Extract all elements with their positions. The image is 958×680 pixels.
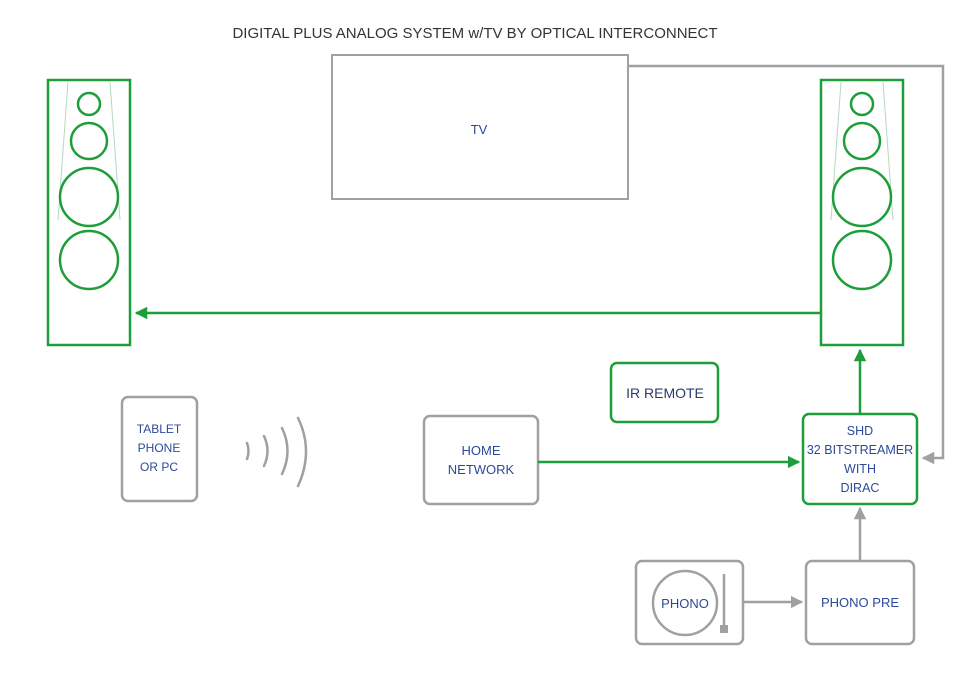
- diagram-title: DIGITAL PLUS ANALOG SYSTEM w/TV BY OPTIC…: [232, 25, 717, 42]
- shd-streamer-box: SHD 32 BITSTREAMER WITH DIRAC: [801, 412, 919, 506]
- wireless-signal-icon: [245, 416, 308, 488]
- home-network-label-line-1: HOME: [462, 443, 501, 458]
- tv-to-shd-connector: [628, 64, 945, 465]
- ir-remote-box: IR REMOTE: [609, 361, 720, 424]
- ir-remote-label: IR REMOTE: [626, 385, 704, 401]
- home-network-box: HOME NETWORK: [422, 414, 540, 506]
- phono-pre-label: PHONO PRE: [821, 595, 899, 610]
- left-speaker: [46, 78, 132, 347]
- phono-pre-box: PHONO PRE: [804, 559, 916, 646]
- right-speaker: [819, 78, 905, 347]
- tablet-label-line-3: OR PC: [140, 460, 178, 474]
- shd-label-line-2: 32 BITSTREAMER: [807, 443, 913, 457]
- tv-label: TV: [471, 122, 488, 137]
- turntable-platter-icon: [651, 569, 719, 637]
- tv-box: TV: [331, 54, 629, 200]
- phono-label: PHONO: [661, 596, 709, 611]
- shd-label-line-4: DIRAC: [841, 481, 880, 495]
- tablet-label-line-2: PHONE: [138, 441, 181, 455]
- tablet-label-line-1: TABLET: [137, 422, 182, 436]
- home-network-label-line-2: NETWORK: [448, 462, 515, 477]
- tablet-box: TABLET PHONE OR PC: [120, 395, 199, 503]
- shd-label-line-1: SHD: [847, 424, 873, 438]
- phono-turntable-box: PHONO: [634, 559, 745, 646]
- shd-label-line-3: WITH: [844, 462, 876, 476]
